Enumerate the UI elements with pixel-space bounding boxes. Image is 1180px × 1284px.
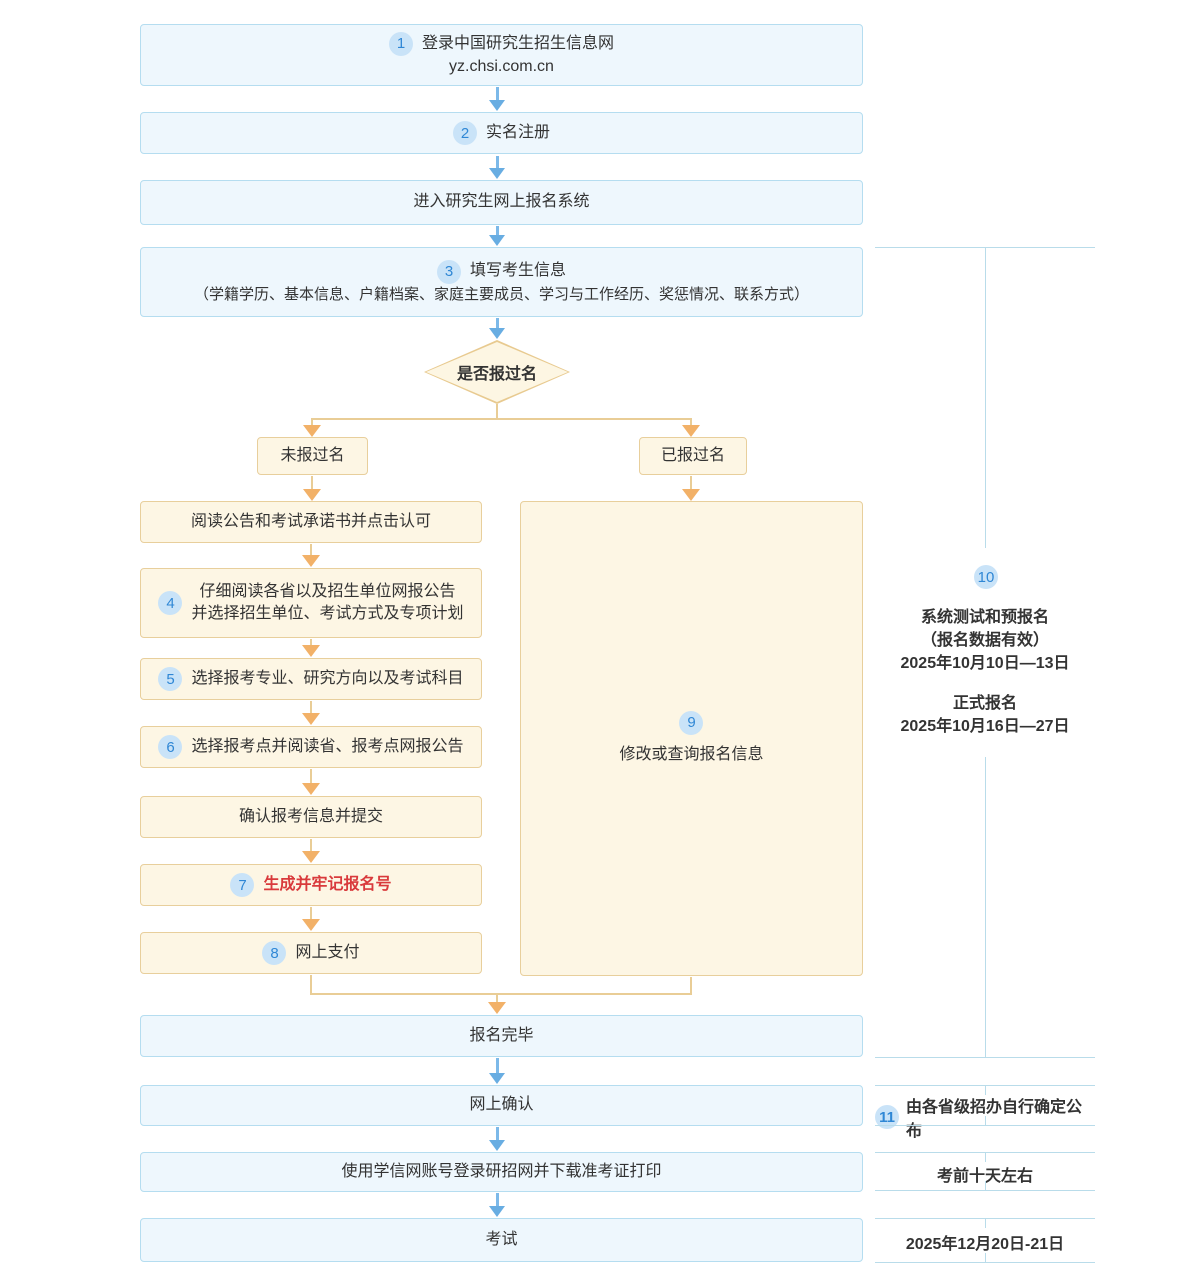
step-badge-3: 3 bbox=[436, 259, 461, 284]
branch-registered-label: 已报过名 bbox=[660, 446, 725, 464]
step-online-payment-box: 8 网上支付 bbox=[140, 932, 482, 974]
sidebar-official-title: 正式报名 bbox=[952, 695, 1017, 712]
arrow-down-connector bbox=[489, 1193, 505, 1217]
sidebar-bracket-line bbox=[875, 1218, 1095, 1219]
arrow-down-connector bbox=[302, 476, 322, 501]
step-login-label: 登录中国研究生招生信息网 bbox=[421, 34, 614, 52]
arrow-down-connector bbox=[489, 87, 505, 111]
step-read-announcements-line2: 并选择招生单位、考试方式及专项计划 bbox=[191, 605, 464, 622]
step-read-notice-label: 阅读公告和考试承诺书并点击认可 bbox=[190, 512, 431, 530]
arrow-down-connector bbox=[681, 419, 701, 437]
connector-line bbox=[310, 993, 692, 995]
arrow-down-connector bbox=[301, 769, 321, 795]
sidebar-bracket-line bbox=[985, 757, 986, 1057]
step-online-payment-label: 网上支付 bbox=[295, 943, 360, 961]
sidebar-bracket-line bbox=[875, 1152, 1095, 1153]
step-enter-system-box: 进入研究生网上报名系统 bbox=[140, 180, 863, 225]
step-choose-site-label: 选择报考点并阅读省、报考点网报公告 bbox=[191, 737, 464, 755]
step-login-url: yz.chsi.com.cn bbox=[449, 57, 554, 75]
sidebar-bracket-tick bbox=[985, 1116, 986, 1125]
step-badge-9: 9 bbox=[679, 710, 704, 735]
decision-diamond: 是否报过名 bbox=[424, 340, 570, 404]
arrow-down-connector bbox=[489, 318, 505, 339]
step-fill-info-detail: （学籍学历、基本信息、户籍档案、家庭主要成员、学习与工作经历、奖惩情况、联系方式… bbox=[193, 285, 809, 303]
step-choose-major-box: 5 选择报考专业、研究方向以及考试科目 bbox=[140, 658, 482, 700]
branch-not-registered-label: 未报过名 bbox=[280, 446, 345, 464]
sidebar-confirm-note-label: 由各省级招办自行确定公布 bbox=[906, 1099, 1083, 1140]
step-confirm-submit-label: 确认报考信息并提交 bbox=[238, 807, 383, 825]
step-download-ticket-box: 使用学信网账号登录研招网并下载准考证打印 bbox=[140, 1152, 863, 1192]
sidebar-bracket-tick bbox=[985, 1086, 986, 1095]
sidebar-period-text: 系统测试和预报名 （报名数据有效） 2025年10月10日—13日 正式报名 2… bbox=[865, 606, 1105, 738]
step-exam-label: 考试 bbox=[485, 1230, 518, 1248]
step-badge-5: 5 bbox=[158, 667, 183, 691]
step-register-label: 实名注册 bbox=[485, 123, 550, 141]
step-badge-8: 8 bbox=[262, 941, 287, 965]
arrow-down-connector bbox=[301, 839, 321, 863]
arrow-down-connector bbox=[489, 1058, 505, 1084]
step-fill-info-box: 3 填写考生信息 （学籍学历、基本信息、户籍档案、家庭主要成员、学习与工作经历、… bbox=[140, 247, 863, 317]
step-fill-info-label: 填写考生信息 bbox=[469, 262, 566, 280]
step-badge-1: 1 bbox=[388, 31, 413, 56]
arrow-down-connector bbox=[302, 419, 322, 437]
step-generate-number-box: 7 生成并牢记报名号 bbox=[140, 864, 482, 906]
step-modify-query-box: 9 修改或查询报名信息 bbox=[520, 501, 863, 976]
step-finish-label: 报名完毕 bbox=[469, 1026, 534, 1044]
step-generate-number-label: 生成并牢记报名号 bbox=[263, 875, 392, 893]
step-modify-query-label: 修改或查询报名信息 bbox=[619, 745, 764, 763]
step-badge-10: 10 bbox=[974, 565, 998, 589]
sidebar-ticket-note-label: 考前十天左右 bbox=[936, 1168, 1033, 1185]
sidebar-bracket-tick bbox=[985, 1153, 986, 1162]
arrow-down-connector bbox=[489, 1127, 505, 1151]
sidebar-bracket-line bbox=[875, 1057, 1095, 1058]
connector-line bbox=[496, 404, 498, 419]
step-badge-2: 2 bbox=[452, 121, 477, 145]
sidebar-official-date: 2025年10月16日—27日 bbox=[900, 718, 1070, 735]
sidebar-bracket-line bbox=[875, 247, 1095, 248]
step-download-ticket-label: 使用学信网账号登录研招网并下载准考证打印 bbox=[341, 1162, 662, 1180]
sidebar-bracket-line bbox=[875, 1190, 1095, 1191]
step-badge-4: 4 bbox=[158, 591, 183, 615]
connector-line bbox=[690, 977, 692, 995]
sidebar-test-note: （报名数据有效） bbox=[920, 632, 1049, 649]
step-read-announcements-line1: 仔细阅读各省以及招生单位网报公告 bbox=[199, 582, 456, 600]
step-enter-system-label: 进入研究生网上报名系统 bbox=[413, 193, 590, 211]
step-read-announcements-box: 4 仔细阅读各省以及招生单位网报公告 并选择招生单位、考试方式及专项计划 bbox=[140, 568, 482, 638]
branch-not-registered-box: 未报过名 bbox=[257, 437, 368, 475]
step-online-confirm-box: 网上确认 bbox=[140, 1085, 863, 1126]
arrow-down-connector bbox=[489, 156, 505, 179]
step-choose-site-box: 6 选择报考点并阅读省、报考点网报公告 bbox=[140, 726, 482, 768]
sidebar-bracket-line bbox=[875, 1085, 1095, 1086]
sidebar-exam-date-label: 2025年12月20日-21日 bbox=[905, 1236, 1065, 1253]
sidebar-bracket-tick bbox=[985, 1253, 986, 1262]
step-register-box: 2 实名注册 bbox=[140, 112, 863, 154]
step-exam-box: 考试 bbox=[140, 1218, 863, 1262]
arrow-down-connector bbox=[301, 907, 321, 931]
arrow-down-connector bbox=[301, 544, 321, 567]
step-finish-box: 报名完毕 bbox=[140, 1015, 863, 1057]
sidebar-bracket-tick bbox=[985, 1219, 986, 1228]
sidebar-bracket-tick bbox=[985, 1181, 986, 1190]
step-login-box: 1 登录中国研究生招生信息网 yz.chsi.com.cn bbox=[140, 24, 863, 86]
arrow-down-connector bbox=[681, 476, 701, 501]
arrow-down-connector bbox=[301, 701, 321, 725]
arrow-down-connector bbox=[301, 639, 321, 657]
sidebar-bracket-line bbox=[875, 1262, 1095, 1263]
step-badge-6: 6 bbox=[158, 735, 183, 759]
step-online-confirm-label: 网上确认 bbox=[469, 1096, 534, 1114]
connector-line bbox=[311, 418, 692, 420]
arrow-down-connector bbox=[487, 995, 507, 1014]
connector-line bbox=[310, 975, 312, 995]
step-read-notice-box: 阅读公告和考试承诺书并点击认可 bbox=[140, 501, 482, 543]
step-badge-7: 7 bbox=[230, 873, 255, 897]
sidebar-test-title: 系统测试和预报名 bbox=[920, 609, 1049, 626]
sidebar-bracket-line bbox=[985, 248, 986, 548]
sidebar-test-date: 2025年10月10日—13日 bbox=[900, 655, 1070, 672]
step-choose-major-label: 选择报考专业、研究方向以及考试科目 bbox=[191, 669, 464, 687]
branch-registered-box: 已报过名 bbox=[639, 437, 747, 475]
step-confirm-submit-box: 确认报考信息并提交 bbox=[140, 796, 482, 838]
decision-label: 是否报过名 bbox=[426, 342, 568, 402]
sidebar-bracket-line bbox=[875, 1125, 1095, 1126]
arrow-down-connector bbox=[489, 226, 505, 246]
